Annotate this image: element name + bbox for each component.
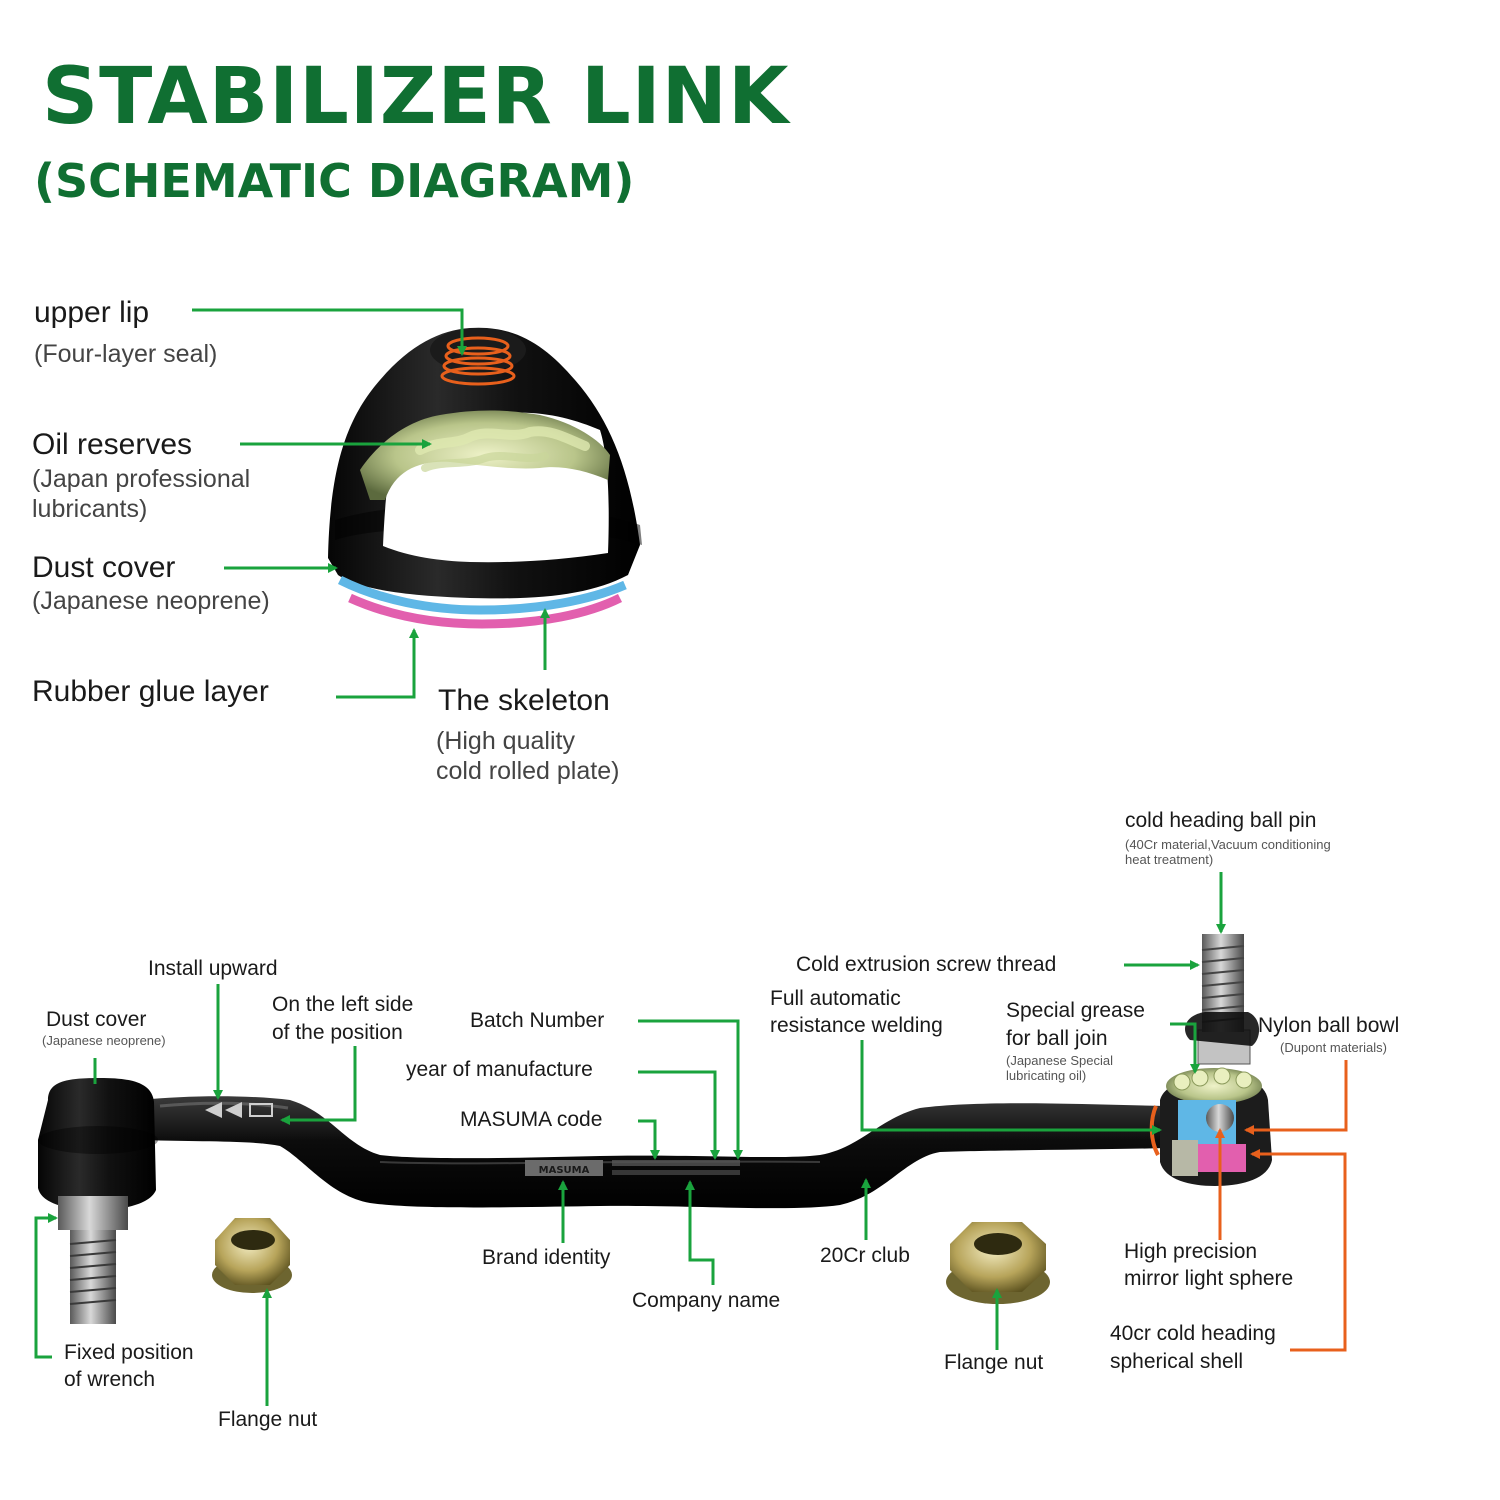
label-fixed-wrench-1: Fixed position xyxy=(64,1341,194,1364)
label-upper-lip: upper lip xyxy=(34,296,150,329)
label-upper-lip-note: (Four-layer seal) xyxy=(34,340,218,368)
flange-nut-left-illustration xyxy=(212,1218,292,1293)
link-leader-lines-green xyxy=(34,872,1226,1406)
label-oil-reserves-note-1: (Japan professional xyxy=(32,465,251,493)
label-oil-reserves-note-2: lubricants) xyxy=(32,495,148,523)
label-nylon-ball-bowl: Nylon ball bowl xyxy=(1258,1014,1400,1037)
label-rubber-glue-layer: Rubber glue layer xyxy=(32,675,269,708)
label-dust-cover-boot: Dust cover xyxy=(32,551,176,584)
label-dust-cover-boot-note: (Japanese neoprene) xyxy=(32,587,270,615)
label-nylon-ball-bowl-note: (Dupont materials) xyxy=(1280,1040,1387,1055)
boot-leader-lines xyxy=(192,308,550,699)
label-spherical-shell-2: spherical shell xyxy=(1110,1350,1244,1373)
label-left-side-2: of the position xyxy=(272,1021,403,1044)
label-ball-pin-note-1: (40Cr material,Vacuum conditioning xyxy=(1125,837,1331,852)
label-batch-number: Batch Number xyxy=(470,1009,605,1032)
label-high-precision-2: mirror light sphere xyxy=(1124,1267,1294,1290)
label-oil-reserves: Oil reserves xyxy=(32,428,193,461)
page-title: STABILIZER LINK xyxy=(42,52,790,142)
label-fixed-wrench-2: of wrench xyxy=(64,1368,156,1391)
label-20cr-club: 20Cr club xyxy=(820,1244,910,1267)
label-skeleton-note-1: (High quality xyxy=(436,727,575,755)
page-subtitle: (SCHEMATIC DIAGRAM) xyxy=(34,154,635,208)
label-company-name: Company name xyxy=(632,1289,781,1312)
label-special-grease-note-1: (Japanese Special xyxy=(1006,1053,1113,1068)
label-special-grease-1: Special grease xyxy=(1006,999,1145,1022)
label-high-precision-1: High precision xyxy=(1124,1240,1258,1263)
dust-boot-illustration xyxy=(328,327,642,629)
label-masuma-code: MASUMA code xyxy=(460,1108,603,1131)
label-brand-identity: Brand identity xyxy=(482,1246,611,1269)
flange-nut-right-illustration xyxy=(946,1222,1050,1304)
label-skeleton: The skeleton xyxy=(438,684,610,717)
label-flange-nut-left: Flange nut xyxy=(218,1408,318,1431)
label-full-automatic-1: Full automatic xyxy=(770,987,901,1010)
label-ball-pin-note-2: heat treatment) xyxy=(1125,852,1214,867)
label-spherical-shell-1: 40cr cold heading xyxy=(1110,1322,1276,1345)
label-full-automatic-2: resistance welding xyxy=(770,1014,943,1037)
label-cold-extrusion-screw-thread: Cold extrusion screw thread xyxy=(796,953,1057,976)
label-dust-cover-link: Dust cover xyxy=(46,1008,147,1031)
rod-brand-mark: MASUMA xyxy=(539,1165,590,1176)
label-year-of-manufacture: year of manufacture xyxy=(406,1058,593,1081)
label-ball-pin: cold heading ball pin xyxy=(1125,809,1317,832)
label-special-grease-2: for ball join xyxy=(1006,1027,1108,1050)
link-leader-lines-orange xyxy=(1215,1060,1348,1352)
label-install-upward: Install upward xyxy=(148,957,278,980)
label-skeleton-note-2: cold rolled plate) xyxy=(436,757,620,785)
label-flange-nut-right: Flange nut xyxy=(944,1351,1044,1374)
label-left-side-1: On the left side xyxy=(272,993,414,1016)
label-dust-cover-link-note: (Japanese neoprene) xyxy=(42,1033,166,1048)
link-illustration: MASUMA xyxy=(38,934,1272,1324)
label-special-grease-note-2: lubricating oil) xyxy=(1006,1068,1087,1083)
